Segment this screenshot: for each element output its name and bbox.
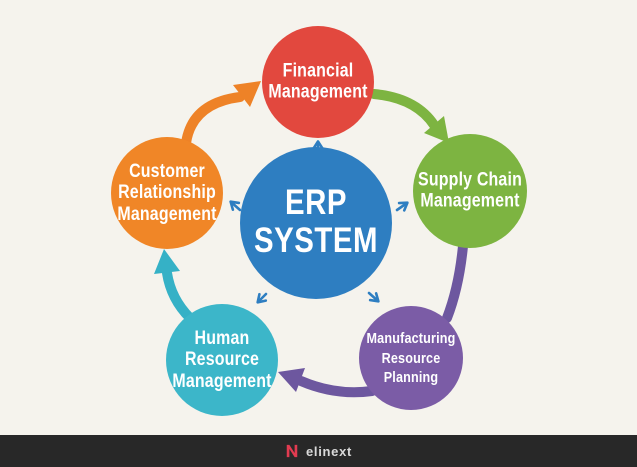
node-hrm-circle: [166, 304, 278, 416]
arrow-center-to-hrm-icon: [256, 292, 268, 304]
node-crm-label: Customer Relationship Management: [117, 161, 217, 225]
node-hrm-label: Human Resource Management: [172, 328, 272, 392]
elinext-logo-icon: [286, 444, 298, 458]
arc-crm-to-financial: [181, 92, 245, 148]
arc-financial-to-supply-chain: [369, 89, 439, 130]
footer-bar: elinext: [0, 435, 637, 467]
cycle-arrowheads: [154, 81, 449, 392]
arrow-center-to-supply-chain-icon: [395, 201, 409, 212]
node-supply-chain-label: Supply Chain Management: [418, 169, 522, 212]
arc-mrp-to-hrm: [296, 376, 377, 398]
arc-supply-chain-to-mrp: [442, 241, 468, 323]
node-supply-chain-circle: [413, 134, 527, 248]
node-financial-label: Financial Management: [268, 60, 368, 103]
arrow-center-to-mrp-icon: [367, 291, 380, 303]
node-mrp-circle: [359, 306, 463, 410]
erp-center-circle: [240, 147, 392, 299]
arrowhead-into-hrm-icon: [278, 368, 305, 392]
elinext-logo-text: elinext: [305, 443, 353, 459]
node-financial-circle: [262, 26, 374, 138]
arrowhead-into-supply-chain-icon: [424, 116, 449, 143]
cycle-arcs: [162, 89, 468, 398]
arrowhead-into-crm-icon: [154, 249, 180, 274]
erp-center-label: ERP SYSTEM: [254, 183, 378, 260]
arrowhead-into-financial-icon: [233, 81, 261, 107]
node-crm-circle: [111, 137, 223, 249]
node-mrp-label: Manufacturing Resource Planning: [366, 329, 456, 386]
arrow-center-to-crm-icon: [229, 200, 242, 212]
arc-hrm-to-crm: [162, 268, 195, 323]
center-out-arrows: [229, 140, 409, 304]
